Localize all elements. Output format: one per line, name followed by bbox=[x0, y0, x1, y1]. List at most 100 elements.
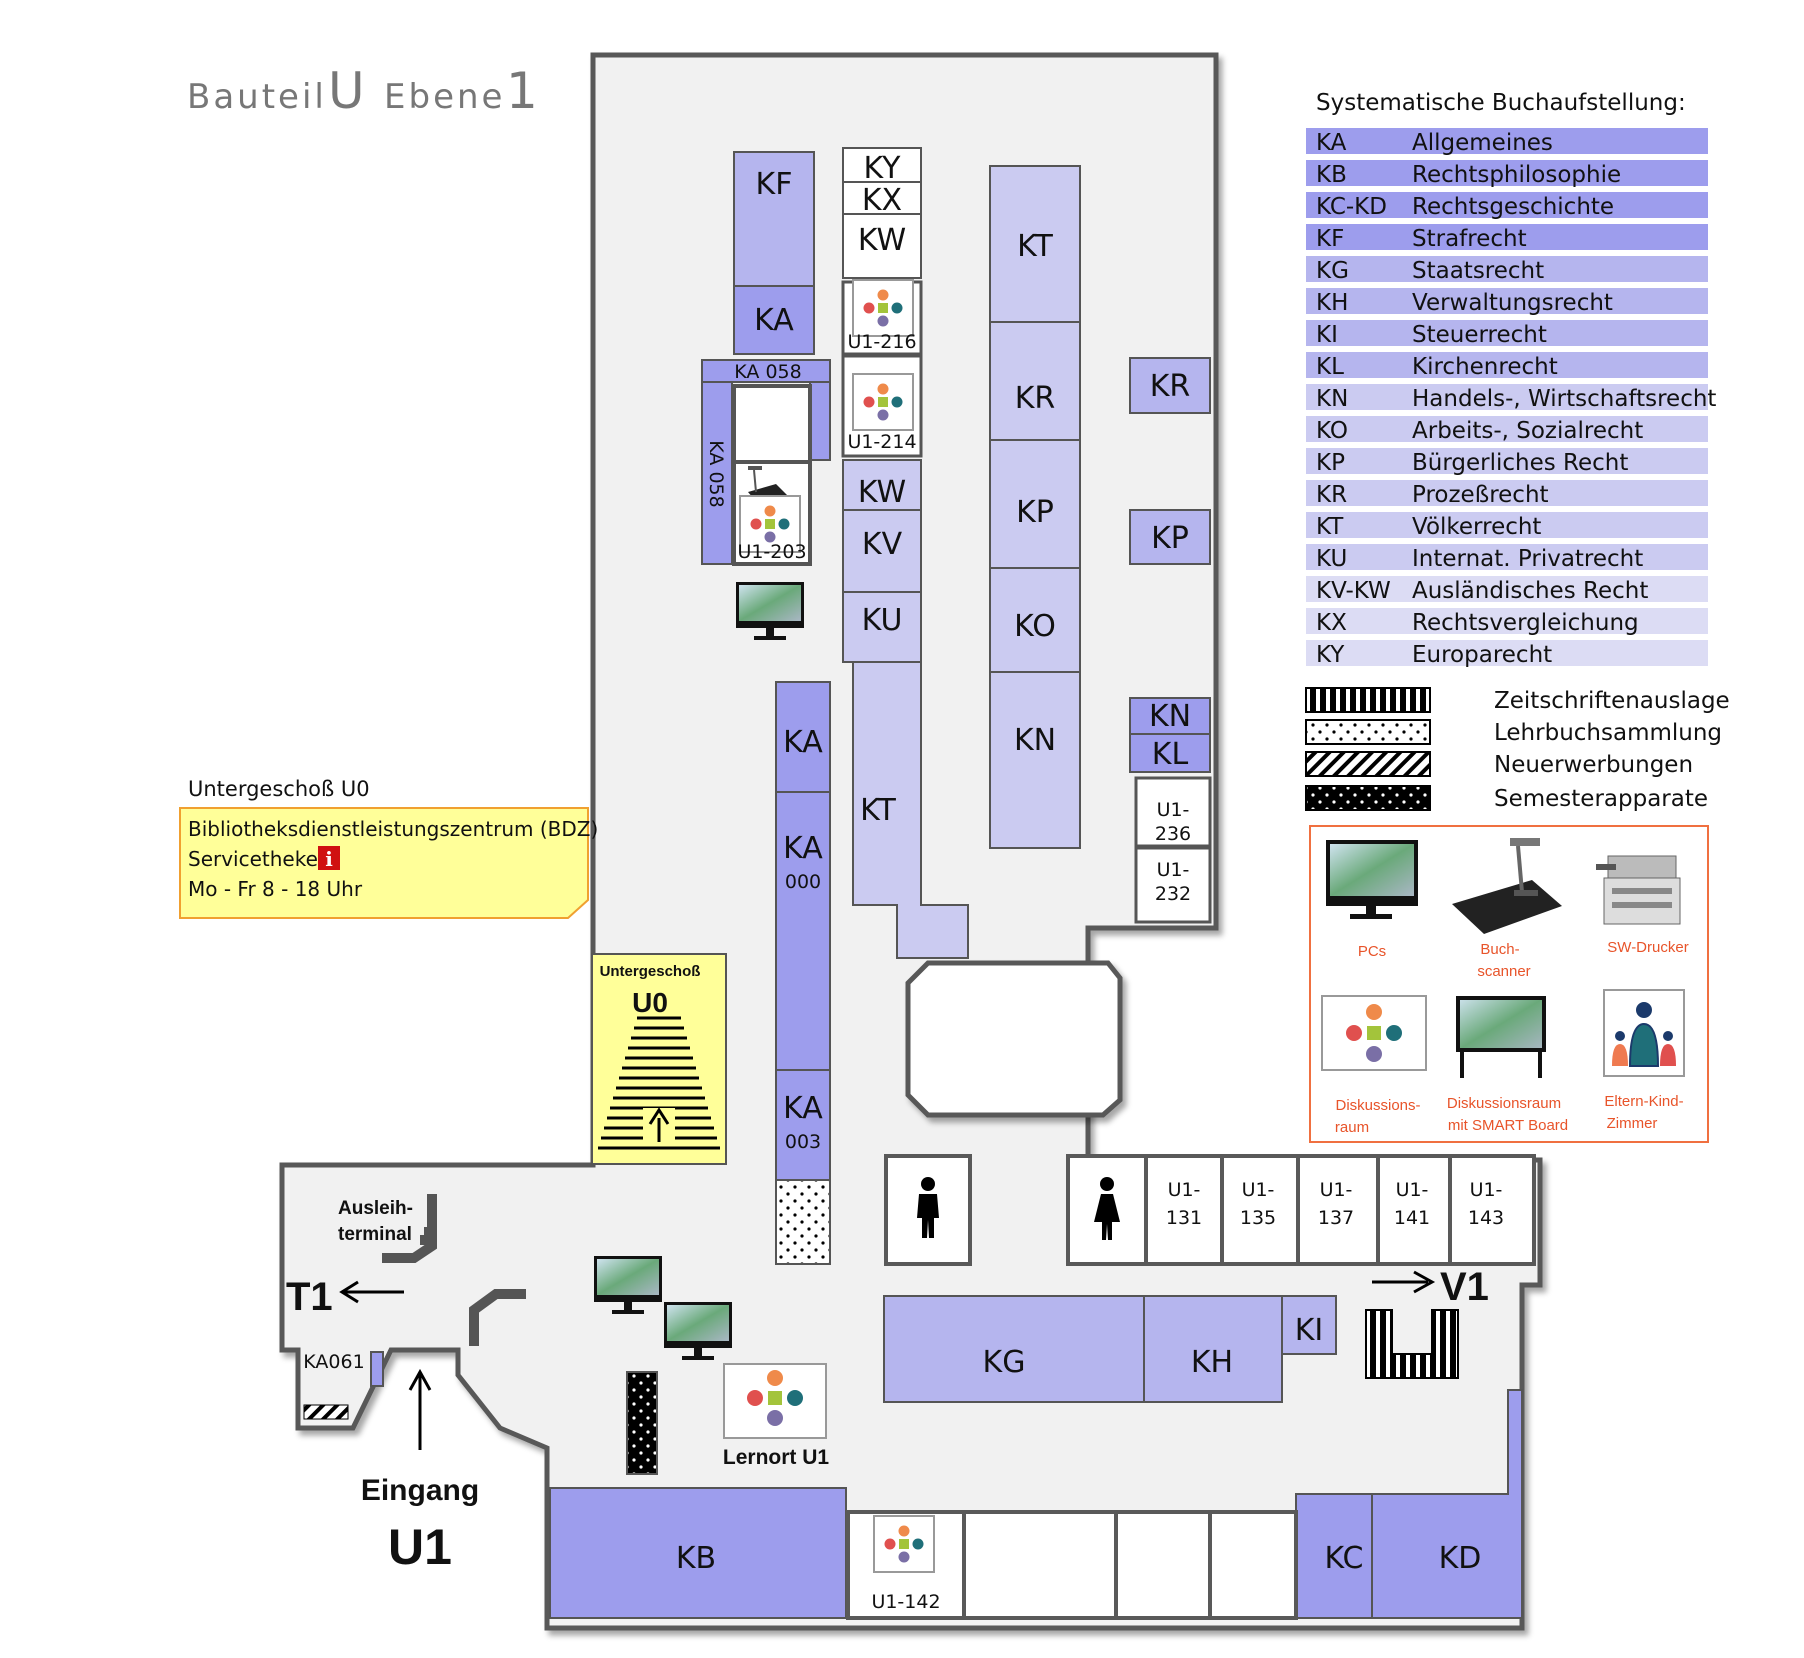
room-u1-216-label: U1-216 bbox=[847, 331, 916, 353]
shelf-kx-label: KX bbox=[862, 183, 902, 218]
info-glyph: i bbox=[325, 847, 333, 871]
legend-code: KT bbox=[1316, 514, 1344, 540]
legend-code: KL bbox=[1316, 354, 1344, 380]
smart-board-icon bbox=[1456, 996, 1546, 1078]
legend-code: KN bbox=[1316, 386, 1348, 412]
legend-name: Rechtsphilosophie bbox=[1412, 162, 1621, 188]
note-line2: Servicetheke bbox=[188, 847, 318, 871]
shelf-ky-label: KY bbox=[864, 151, 902, 186]
legend-code: KC-KD bbox=[1316, 194, 1387, 220]
scanner-caption-1: Buch- bbox=[1480, 941, 1519, 958]
shelf-kn-center bbox=[989, 671, 1081, 849]
shelf-ka058-side bbox=[701, 381, 733, 565]
legend-row-bg bbox=[1306, 608, 1708, 634]
room-u1-135-label-b: 135 bbox=[1240, 1207, 1276, 1229]
v1-label: V1 bbox=[1440, 1265, 1489, 1309]
legend-row-bg bbox=[1306, 448, 1708, 474]
legend-heading: Systematische Buchaufstellung: bbox=[1316, 90, 1686, 116]
room-blank-1 bbox=[962, 1510, 1118, 1620]
legend-code: KV-KW bbox=[1316, 578, 1391, 604]
neuerwerbungen-label: Neuerwerbungen bbox=[1494, 752, 1693, 778]
legend-row-bg bbox=[1306, 256, 1708, 282]
lehrbuch-bottom-col bbox=[626, 1371, 658, 1475]
shelf-kp-center bbox=[989, 439, 1081, 569]
legend-row-bg bbox=[1306, 480, 1708, 506]
shelf-ko bbox=[989, 567, 1081, 673]
room-u1-141-box bbox=[1376, 1154, 1452, 1266]
semester-swatch bbox=[1305, 785, 1431, 811]
discussion-room-icon bbox=[852, 279, 914, 337]
semester-label: Semesterapparate bbox=[1494, 786, 1708, 812]
legend-name: Staatsrecht bbox=[1412, 258, 1544, 284]
legend-name: Prozeßrecht bbox=[1412, 482, 1549, 508]
shelf-kn-center-label: KN bbox=[1014, 723, 1056, 758]
eltern-caption-1: Eltern-Kind- bbox=[1604, 1093, 1683, 1110]
shelf-ku bbox=[842, 591, 922, 663]
legend-name: Europarecht bbox=[1412, 642, 1552, 668]
shelf-ka-col2-number: 000 bbox=[785, 871, 821, 893]
shelf-kb bbox=[549, 1487, 847, 1619]
legend-row-bg bbox=[1306, 640, 1708, 666]
room-u1-141-label-b: 141 bbox=[1394, 1207, 1430, 1229]
legend-row-bg bbox=[1306, 352, 1708, 378]
room-u1-236-label-a: U1- bbox=[1157, 799, 1190, 821]
shelf-kr-center bbox=[989, 321, 1081, 441]
core-elevator bbox=[905, 960, 1123, 1118]
legend-row-bg bbox=[1306, 576, 1708, 602]
note-line3: Mo - Fr 8 - 18 Uhr bbox=[188, 877, 363, 901]
room-u1-131-label-b: 131 bbox=[1166, 1207, 1202, 1229]
shelf-ka-col2 bbox=[775, 791, 831, 1071]
room-u1-137-label-a: U1- bbox=[1320, 1179, 1353, 1201]
legend-row-bg bbox=[1306, 512, 1708, 538]
shelf-kw-top-label: KW bbox=[858, 223, 906, 258]
legend-code: KO bbox=[1316, 418, 1348, 444]
entrance-label: Eingang bbox=[361, 1474, 479, 1507]
entrance-u1-label: U1 bbox=[388, 1519, 452, 1575]
t1-label: T1 bbox=[286, 1275, 333, 1319]
disk-caption-1: Diskussions- bbox=[1335, 1097, 1420, 1114]
shelf-ki bbox=[1281, 1295, 1337, 1355]
legend-code: KY bbox=[1316, 642, 1345, 668]
shelf-ka058-top-label: KA 058 bbox=[734, 361, 801, 383]
shelf-ki-label: KI bbox=[1295, 1313, 1324, 1348]
shelf-ko-label: KO bbox=[1014, 609, 1056, 644]
room-u1-214-label: U1-214 bbox=[847, 431, 916, 453]
legend-row-bg bbox=[1306, 384, 1708, 410]
shelf-ka-col2-label: KA bbox=[783, 831, 823, 866]
room-u1-135-box bbox=[1220, 1154, 1300, 1266]
man-icon bbox=[917, 1177, 939, 1238]
stairs-u0 bbox=[591, 953, 727, 1165]
shelf-kb-label: KB bbox=[676, 1541, 716, 1576]
legend-name: Arbeits-, Sozialrecht bbox=[1412, 418, 1643, 444]
shelf-kr-small bbox=[1129, 357, 1211, 414]
printer-icon bbox=[1596, 855, 1681, 925]
neuerwerbungen-shelf bbox=[303, 1404, 349, 1420]
arrow-v1-icon bbox=[1372, 1270, 1436, 1294]
discussion-room-icon bbox=[1321, 995, 1427, 1071]
shelf-kg-label: KG bbox=[983, 1345, 1026, 1380]
parent-child-icon bbox=[1603, 989, 1685, 1077]
shelf-ka061 bbox=[370, 1351, 384, 1387]
stairs-v1 bbox=[1365, 1309, 1459, 1379]
legend-code: KI bbox=[1316, 322, 1338, 348]
shelf-kx bbox=[842, 181, 922, 215]
room-u1-232-box bbox=[1134, 846, 1212, 924]
shelf-kh-label: KH bbox=[1191, 1345, 1233, 1380]
monitor-icon bbox=[1326, 840, 1418, 919]
shelf-kd bbox=[1371, 1389, 1523, 1619]
shelf-ku-label: KU bbox=[862, 603, 903, 638]
shelf-kw-mid bbox=[842, 459, 922, 511]
shelf-kp-center-label: KP bbox=[1016, 495, 1054, 530]
room-u1-236-label-b: 236 bbox=[1155, 823, 1191, 845]
shelf-kt-right-label: KT bbox=[1017, 229, 1053, 264]
legend-row-bg bbox=[1306, 224, 1708, 250]
room-blank-3 bbox=[1208, 1510, 1298, 1620]
shelf-kl-small bbox=[1129, 733, 1211, 773]
ausleih-label-1: Ausleih- bbox=[338, 1198, 413, 1219]
lehrbuch-area-col bbox=[775, 1179, 831, 1265]
arrow-entrance-icon bbox=[408, 1368, 432, 1450]
neuerwerbungen-swatch bbox=[1305, 751, 1431, 777]
room-u1-131-box bbox=[1144, 1154, 1224, 1266]
shelf-ka-col3 bbox=[775, 1069, 831, 1181]
